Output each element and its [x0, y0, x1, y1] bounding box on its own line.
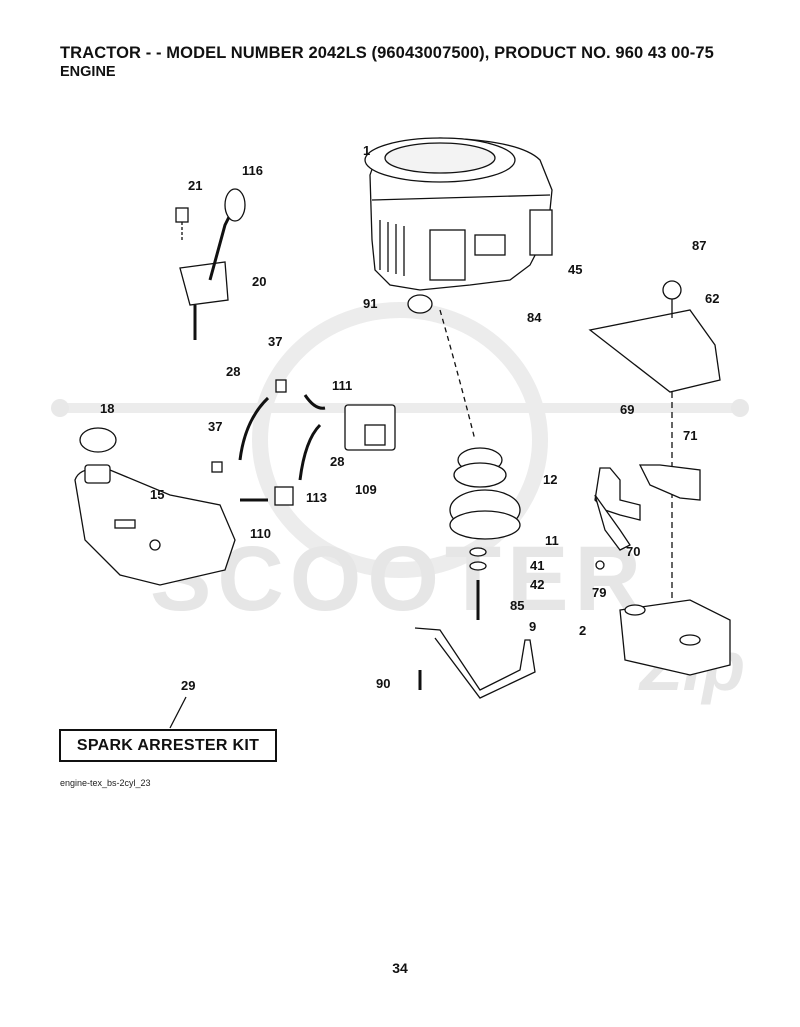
callout-37-left: 37: [208, 419, 222, 434]
callout-29: 29: [181, 678, 195, 693]
page-title: TRACTOR - - MODEL NUMBER 2042LS (9604300…: [60, 44, 714, 62]
callout-labels: 1 116 21 20 45 91 84 87 62 37 28 111 18 …: [100, 143, 719, 693]
callout-109: 109: [355, 482, 377, 497]
callout-111: 111: [332, 378, 352, 393]
callout-79: 79: [592, 585, 606, 600]
callout-1: 1: [363, 143, 370, 158]
callout-62: 62: [705, 291, 719, 306]
callout-41: 41: [530, 558, 544, 573]
callout-87: 87: [692, 238, 706, 253]
callout-28-left: 28: [226, 364, 240, 379]
callout-91: 91: [363, 296, 377, 311]
spark-arrester-kit-box: SPARK ARRESTER KIT: [59, 729, 277, 762]
brace-drawing: [414, 627, 536, 699]
callout-116: 116: [242, 163, 263, 178]
fuel-tank-drawing: [74, 427, 236, 586]
callout-70: 70: [626, 544, 640, 559]
pto-clutch-drawing: [449, 447, 521, 620]
callout-113: 113: [306, 490, 327, 505]
callout-9: 9: [529, 619, 536, 634]
drawing-file-id: engine-tex_bs-2cyl_23: [60, 778, 151, 788]
fuel-filter-drawing: [211, 379, 396, 506]
callout-71: 71: [683, 428, 697, 443]
callout-15: 15: [150, 487, 164, 502]
callout-110: 110: [250, 526, 271, 541]
throttle-control-drawing: [175, 188, 246, 340]
callout-12: 12: [543, 472, 557, 487]
muffler-drawing: [588, 280, 731, 676]
callout-69: 69: [620, 402, 634, 417]
page-number: 34: [392, 960, 408, 976]
callout-45: 45: [568, 262, 582, 277]
callout-90: 90: [376, 676, 390, 691]
callout-21: 21: [188, 178, 202, 193]
callout-2: 2: [579, 623, 586, 638]
callout-28-right: 28: [330, 454, 344, 469]
callout-85: 85: [510, 598, 524, 613]
callout-37-top: 37: [268, 334, 282, 349]
callout-18: 18: [100, 401, 114, 416]
callout-11: 11: [545, 533, 559, 548]
section-subtitle: ENGINE: [60, 64, 116, 80]
engine-drawing: [364, 137, 553, 441]
callout-84: 84: [527, 310, 542, 325]
kit-leader-line: [169, 696, 187, 729]
callout-42: 42: [530, 577, 544, 592]
callout-20: 20: [252, 274, 266, 289]
